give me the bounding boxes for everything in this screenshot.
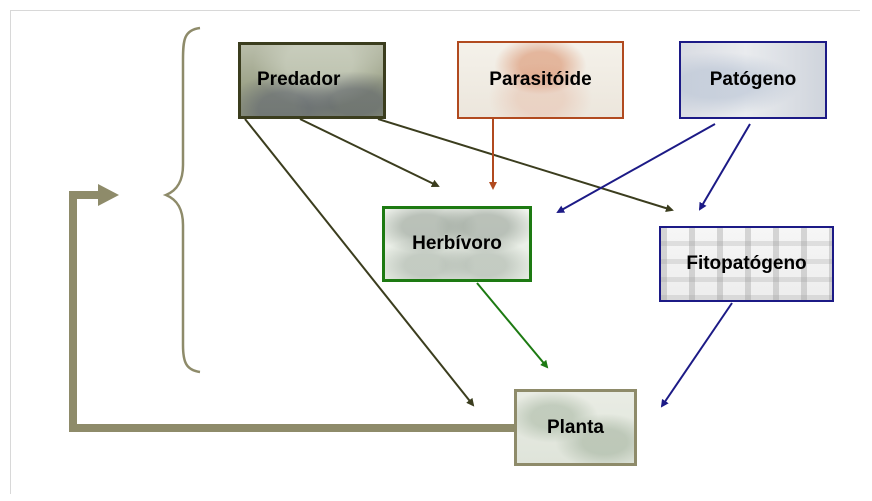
node-parasitoide: Parasitóide bbox=[457, 41, 624, 119]
edge-herbivoro-planta bbox=[476, 282, 549, 369]
edge-predador-planta bbox=[244, 118, 475, 407]
edge-patogeno-herbivoro bbox=[556, 123, 716, 213]
node-herbivoro-label: Herbívoro bbox=[412, 233, 502, 254]
node-herbivoro: Herbívoro bbox=[382, 206, 532, 282]
feedback-arrowhead bbox=[98, 184, 119, 206]
edge-predador-fitopatogeno bbox=[377, 118, 674, 213]
curly-brace bbox=[162, 26, 201, 374]
node-parasitoide-label: Parasitóide bbox=[489, 69, 592, 90]
node-fitopatogeno-label: Fitopatógeno bbox=[686, 253, 807, 274]
feedback-loop-arrow bbox=[69, 191, 515, 432]
node-fitopatogeno: Fitopatógeno bbox=[659, 226, 834, 302]
node-planta-label: Planta bbox=[546, 416, 605, 438]
node-patogeno: Patógeno bbox=[679, 41, 827, 119]
edge-predador-herbivoro bbox=[299, 118, 440, 187]
node-patogeno-label: Patógeno bbox=[709, 69, 797, 90]
edge-fitopatogeno-planta bbox=[660, 302, 733, 408]
node-planta: Planta bbox=[514, 389, 637, 466]
node-predador-label: Predador bbox=[257, 69, 341, 90]
node-predador: Predador bbox=[238, 42, 386, 119]
edge-patogeno-fitopatogeno bbox=[698, 123, 751, 211]
